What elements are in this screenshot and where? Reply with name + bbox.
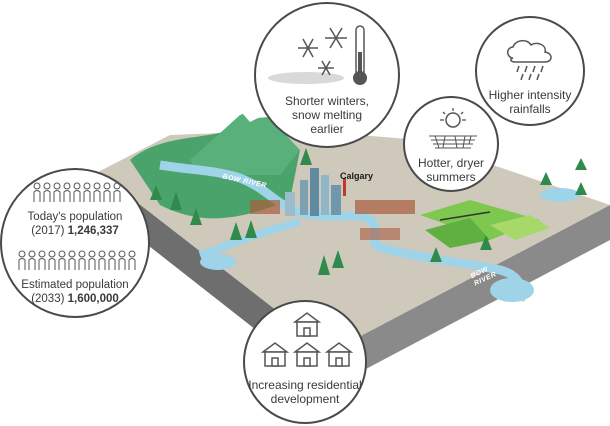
today-year: (2017) <box>31 225 65 237</box>
person-icon <box>43 182 51 190</box>
residential-line1: Increasing residential <box>248 378 362 392</box>
person-icon <box>28 250 36 258</box>
person-icon <box>73 182 81 190</box>
person-icon <box>53 190 61 202</box>
trees <box>150 148 587 275</box>
person-icon <box>83 190 91 202</box>
rain-cloud-icon <box>507 39 552 81</box>
bubble-higher-rainfall: Higher intensity rainfalls <box>475 16 585 126</box>
person-icon <box>68 250 76 258</box>
winter-text: Shorter winters, snow melting earlier <box>256 94 398 136</box>
people-icon <box>33 182 121 202</box>
reservoir <box>490 278 534 302</box>
person-icon <box>33 190 41 202</box>
rain-text: Higher intensity rainfalls <box>477 88 583 116</box>
person-icon <box>93 190 101 202</box>
population-estimated: Estimated population (2033) 1,600,000 <box>2 278 148 306</box>
person-icon <box>88 250 96 258</box>
winter-illustration <box>268 25 367 85</box>
residential-text: Increasing residential development <box>245 378 365 406</box>
bubble-hotter-summers: Hotter, dryer summers <box>403 96 499 192</box>
rain-line2: rainfalls <box>509 102 551 116</box>
winter-line3: earlier <box>310 122 344 136</box>
bubble-residential: Increasing residential development <box>243 300 367 424</box>
person-icon <box>38 250 46 258</box>
mountain-snowcap <box>243 107 268 122</box>
person-icon <box>78 258 86 270</box>
person-icon <box>63 182 71 190</box>
bubble-shorter-winters: Shorter winters, snow melting earlier <box>254 2 400 148</box>
person-icon <box>18 250 26 258</box>
person-icon <box>118 258 126 270</box>
est-line: (2033) 1,600,000 <box>2 292 148 306</box>
city <box>250 168 415 240</box>
today-line: (2017) 1,246,337 <box>2 224 148 238</box>
person-icon <box>78 250 86 258</box>
today-value: 1,246,337 <box>67 225 119 237</box>
person-icon <box>83 182 91 190</box>
mountain <box>190 108 300 175</box>
person-icon <box>98 258 106 270</box>
river-main <box>159 160 527 303</box>
person-icon <box>118 250 126 258</box>
person-icon <box>53 182 61 190</box>
farm-field-2 <box>425 218 490 248</box>
person-icon <box>28 258 36 270</box>
est-label: Estimated population <box>21 279 129 291</box>
person-icon <box>128 250 136 258</box>
person-icon <box>33 182 41 190</box>
person-icon <box>108 250 116 258</box>
person-icon <box>128 258 136 270</box>
thermometer-icon <box>353 25 367 85</box>
person-icon <box>48 258 56 270</box>
farm-field-3 <box>490 215 550 240</box>
est-value: 1,600,000 <box>67 293 119 305</box>
irrigation-line <box>439 211 491 221</box>
snowflake-icon <box>298 27 347 76</box>
hot-line1: Hotter, dryer <box>417 156 485 170</box>
winter-line2: snow melting <box>291 108 363 122</box>
terrain-side-right <box>330 205 610 388</box>
person-icon <box>58 258 66 270</box>
rain-line1: Higher intensity <box>488 88 572 102</box>
est-year: (2033) <box>31 293 65 305</box>
people-icon-estimated <box>18 250 136 270</box>
house-icon <box>260 312 354 367</box>
lake-right <box>540 188 580 202</box>
person-icon <box>48 250 56 258</box>
person-icon <box>103 182 111 190</box>
person-icon <box>63 190 71 202</box>
person-icon <box>108 258 116 270</box>
person-icon <box>113 182 121 190</box>
person-icon <box>18 258 26 270</box>
sun-dry-ground-icon <box>429 108 477 149</box>
river-branch <box>198 218 301 259</box>
bubble-population: Today's population (2017) 1,246,337 Esti… <box>0 168 150 318</box>
person-icon <box>58 250 66 258</box>
hot-text: Hotter, dryer summers <box>405 156 497 184</box>
hot-line2: summers <box>426 170 476 184</box>
population-today: Today's population (2017) 1,246,337 <box>2 210 148 238</box>
person-icon <box>93 182 101 190</box>
today-label: Today's population <box>27 211 123 223</box>
person-icon <box>88 258 96 270</box>
lake-left <box>200 254 236 270</box>
person-icon <box>38 258 46 270</box>
city-label: Calgary <box>340 171 374 181</box>
person-icon <box>43 190 51 202</box>
person-icon <box>113 190 121 202</box>
person-icon <box>68 258 76 270</box>
person-icon <box>98 250 106 258</box>
person-icon <box>73 190 81 202</box>
person-icon <box>103 190 111 202</box>
residential-line2: development <box>270 392 340 406</box>
winter-line1: Shorter winters, <box>284 94 370 108</box>
